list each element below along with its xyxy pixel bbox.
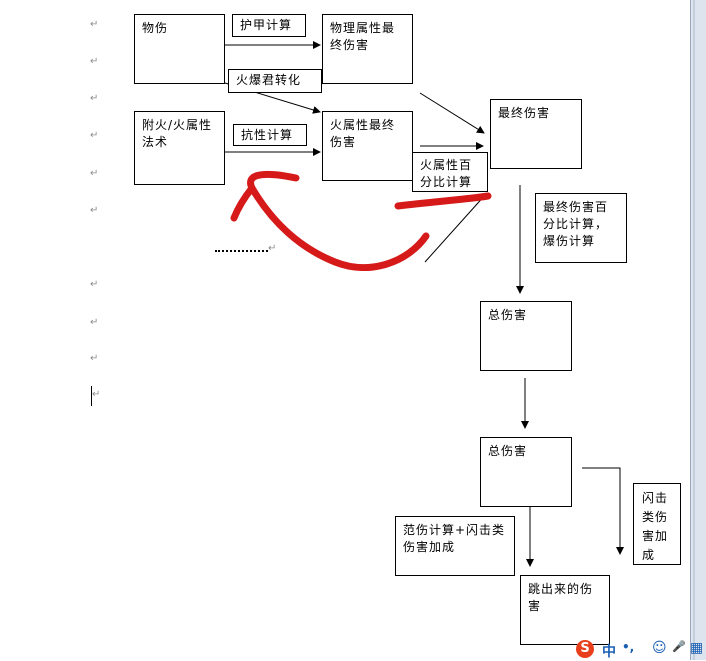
paragraph-mark: ↵ — [90, 353, 99, 364]
ime-punct-toggle[interactable]: •, — [622, 640, 635, 654]
box-label: 附火/火属性法术 — [142, 118, 213, 149]
box-total-damage-2: 总伤害 — [480, 437, 572, 507]
paragraph-mark: ↵ — [90, 130, 99, 141]
box-total-damage-1: 总伤害 — [480, 301, 572, 371]
box-label: 跳出来的伤害 — [528, 582, 594, 613]
arrow-physical-final-to-final — [419, 92, 485, 134]
box-fire-final: 火属性最终伤害 — [322, 111, 413, 181]
emoji-icon[interactable]: ☺ — [652, 640, 667, 656]
box-physical-damage: 物伤 — [134, 14, 225, 84]
paragraph-mark: ↵ — [90, 19, 99, 30]
box-label: 总伤害 — [488, 308, 528, 322]
box-label: 护甲计算 — [240, 18, 293, 32]
box-label: 火属性百分比计算 — [420, 158, 473, 189]
box-physical-final: 物理属性最终伤害 — [322, 14, 413, 84]
box-popup-damage: 跳出来的伤害 — [520, 575, 610, 645]
box-label: 最终伤害 — [498, 106, 551, 120]
box-label: 火属性最终伤害 — [330, 118, 396, 149]
box-final-damage: 最终伤害 — [490, 99, 582, 169]
box-flash-bonus: 闪击类伤害加成 — [633, 483, 681, 565]
paragraph-mark: ↵ — [268, 243, 277, 254]
arrow-bracket-flash — [582, 467, 624, 555]
box-label: 最终伤害百分比计算，爆伤计算 — [543, 200, 609, 248]
box-resist-calc: 抗性计算 — [233, 124, 307, 146]
paragraph-mark: ↵ — [90, 93, 99, 104]
paragraph-mark: ↵ — [92, 389, 101, 400]
paragraph-mark: ↵ — [90, 317, 99, 328]
tools-icon[interactable]: ▦ — [690, 640, 704, 656]
box-label: 物理属性最终伤害 — [330, 21, 396, 52]
box-final-percent-crit: 最终伤害百分比计算，爆伤计算 — [535, 193, 627, 263]
box-fire-spell: 附火/火属性法术 — [134, 111, 225, 185]
text-cursor-icon — [91, 386, 92, 406]
sogou-logo-icon[interactable]: S — [576, 640, 594, 658]
box-label: 抗性计算 — [241, 128, 294, 142]
box-label: 物伤 — [142, 21, 169, 35]
box-splash-flash-calc: 范伤计算+闪击类伤害加成 — [395, 516, 515, 576]
ime-status-bar[interactable]: S 中 •, ☺ 🎤 ▦ — [570, 640, 706, 660]
paragraph-mark: ↵ — [90, 279, 99, 290]
paragraph-mark: ↵ — [90, 205, 99, 216]
box-armor-calc: 护甲计算 — [232, 14, 306, 37]
ime-mode-toggle[interactable]: 中 — [602, 644, 616, 660]
dotted-tab-leader — [215, 250, 268, 252]
box-fire-conversion: 火爆君转化 — [228, 69, 322, 93]
paragraph-mark: ↵ — [90, 56, 99, 67]
box-label: 火爆君转化 — [236, 73, 302, 87]
box-label: 总伤害 — [488, 444, 528, 458]
window-edge-line — [693, 0, 695, 660]
diagonal-line — [424, 193, 487, 263]
box-label: 闪击类伤害加成 — [642, 491, 669, 562]
paragraph-mark: ↵ — [90, 168, 99, 179]
box-label: 范伤计算+闪击类伤害加成 — [403, 523, 506, 554]
red-annotation-stroke — [230, 170, 492, 272]
mic-icon[interactable]: 🎤 — [672, 640, 686, 653]
box-fire-percent: 火属性百分比计算 — [412, 152, 488, 192]
